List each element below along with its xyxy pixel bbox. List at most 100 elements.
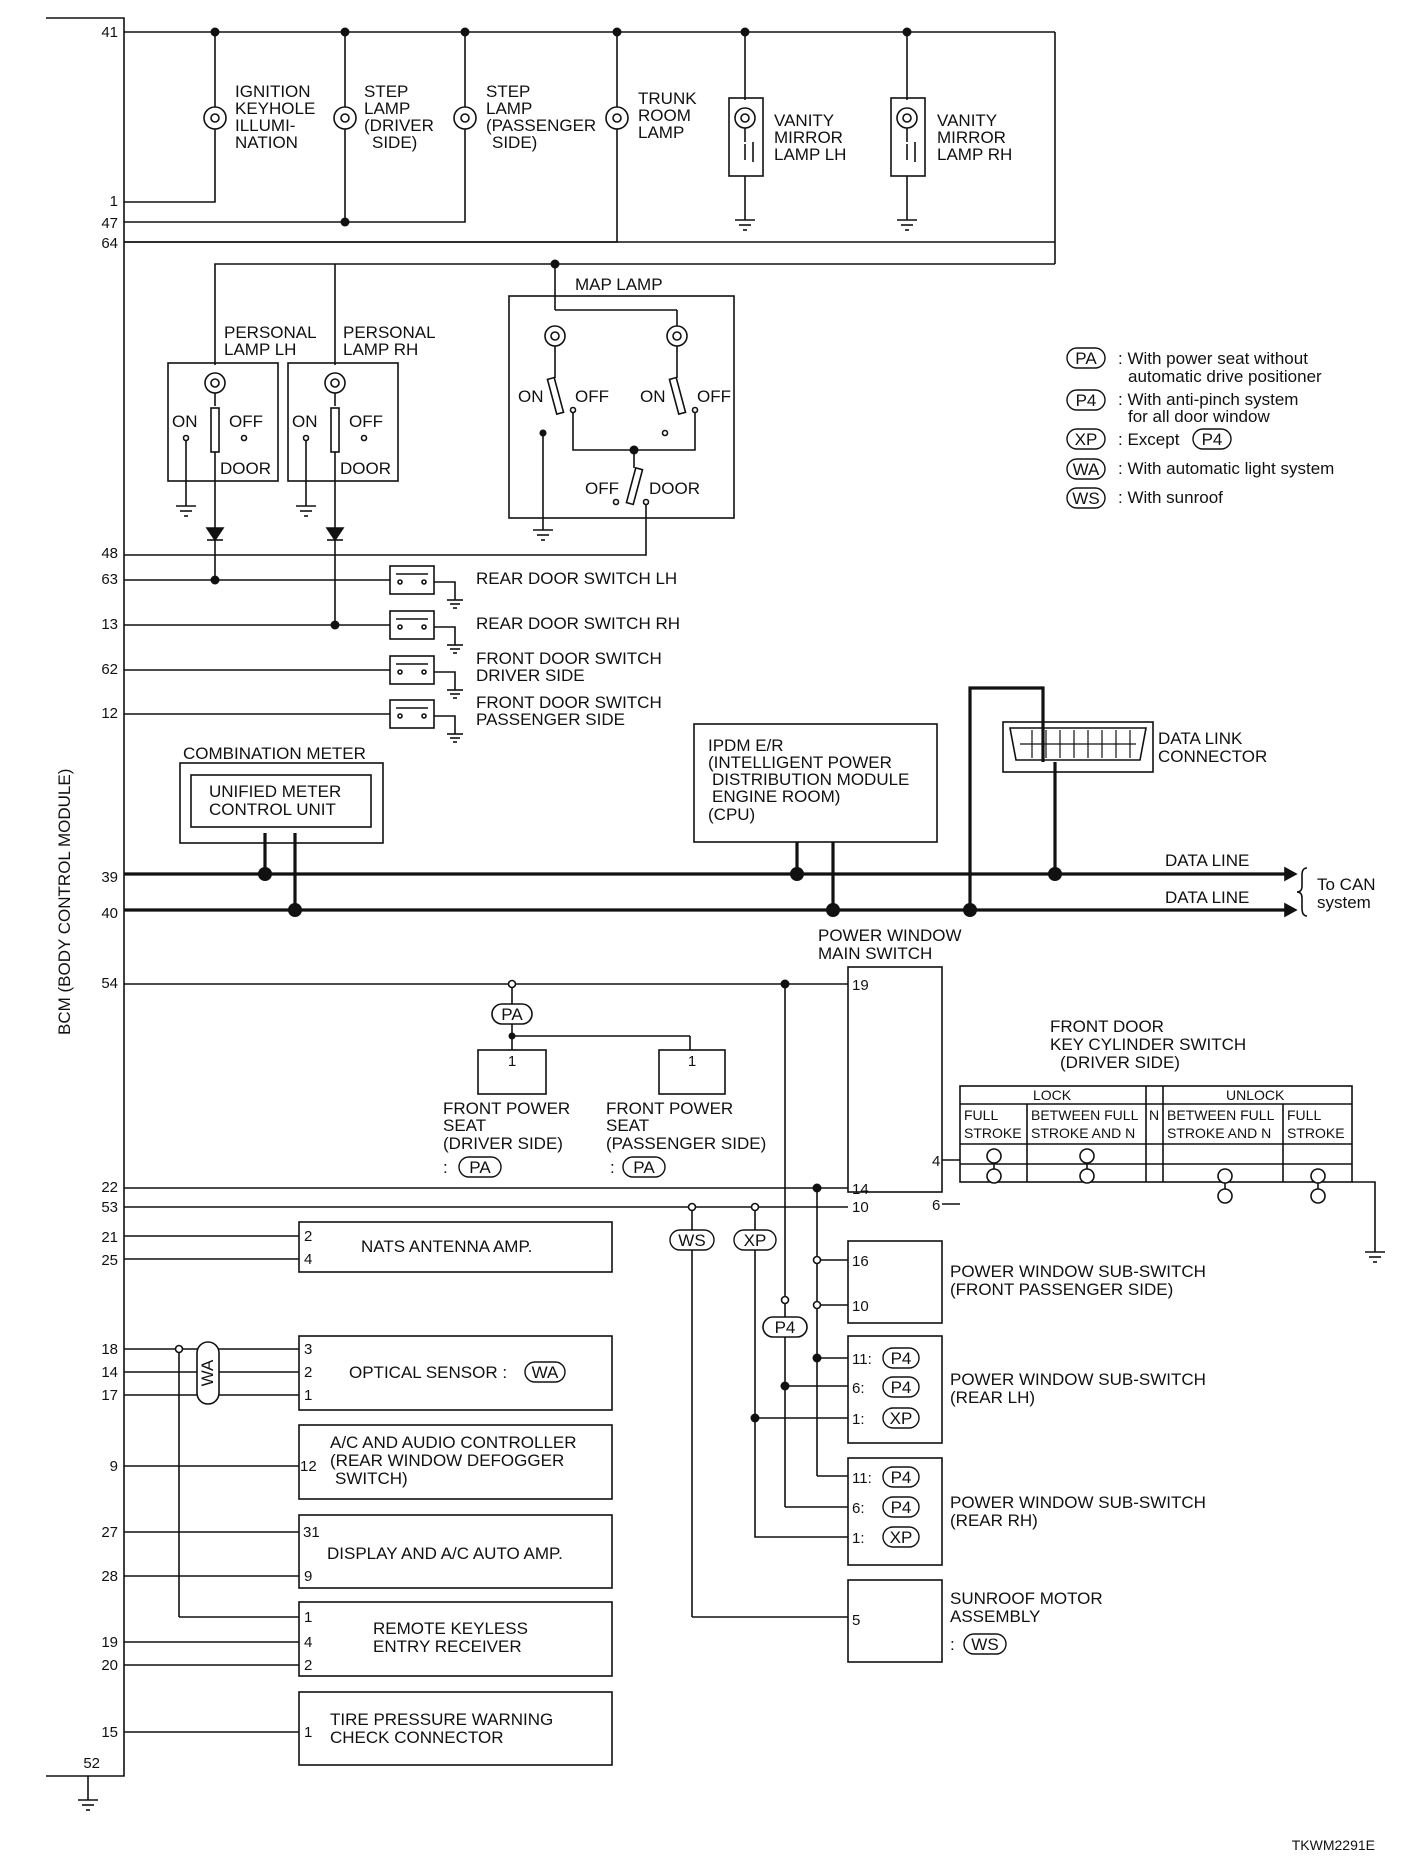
svg-text:SWITCH): SWITCH): [335, 1469, 408, 1488]
tire-pressure-check-connector: 1 TIRE PRESSURE WARNING CHECK CONNECTOR: [124, 1691, 613, 1766]
footer-code: TKWM2291E: [1292, 1837, 1375, 1853]
svg-text:VANITY: VANITY: [937, 111, 997, 130]
svg-text:4: 4: [304, 1634, 312, 1651]
svg-text:(DRIVER: (DRIVER: [364, 116, 434, 135]
svg-text:19: 19: [852, 977, 869, 994]
pin-19: 19: [101, 1634, 118, 1651]
ground-icon: [1365, 1251, 1385, 1263]
to-can-label: To CAN: [1317, 875, 1376, 894]
svg-text:6:: 6:: [852, 1500, 865, 1517]
pin-21: 21: [101, 1229, 118, 1246]
pin-27: 27: [101, 1524, 118, 1541]
pin-20: 20: [101, 1657, 118, 1674]
svg-text:MAP LAMP: MAP LAMP: [575, 275, 663, 294]
pin-18: 18: [101, 1341, 118, 1358]
svg-text:FRONT DOOR: FRONT DOOR: [1050, 1017, 1164, 1036]
svg-text:POWER WINDOW SUB-SWITCH: POWER WINDOW SUB-SWITCH: [950, 1262, 1206, 1281]
data-link-connector: DATA LINK CONNECTOR: [1002, 721, 1267, 773]
svg-text:P4: P4: [891, 1498, 912, 1517]
optical-sensor: WA 3 2 1 OPTICAL SENSOR : WA: [124, 1335, 613, 1411]
pw-main-switch-label: POWER WINDOW: [818, 926, 962, 945]
svg-text:CONNECTOR: CONNECTOR: [1158, 747, 1267, 766]
pin-47: 47: [101, 215, 118, 232]
svg-text:for all door window: for all door window: [1128, 407, 1270, 426]
svg-text:5: 5: [852, 1612, 860, 1629]
legend-code-wa: WA: [1073, 460, 1100, 479]
svg-text:DOOR: DOOR: [220, 459, 271, 478]
pin-28: 28: [101, 1568, 118, 1585]
pin-1: 1: [110, 193, 118, 210]
svg-text:TIRE PRESSURE WARNING: TIRE PRESSURE WARNING: [330, 1710, 553, 1729]
svg-text:PA: PA: [501, 1005, 523, 1024]
legend-code-xp: XP: [1075, 430, 1098, 449]
svg-text:PA: PA: [633, 1158, 655, 1177]
svg-text:4: 4: [932, 1153, 940, 1170]
svg-text:STEP: STEP: [364, 82, 408, 101]
pin-12: 12: [101, 705, 118, 722]
svg-text:STROKE AND N: STROKE AND N: [1167, 1125, 1271, 1141]
svg-text:ON: ON: [518, 387, 544, 406]
svg-text:P4: P4: [891, 1378, 912, 1397]
svg-text:MIRROR: MIRROR: [937, 128, 1006, 147]
svg-text:16: 16: [852, 1253, 869, 1270]
svg-text:XP: XP: [890, 1409, 913, 1428]
pin-64: 64: [101, 235, 118, 252]
pin-9: 9: [110, 1458, 118, 1475]
bulb-icon: [453, 106, 477, 130]
pin-63: 63: [101, 571, 118, 588]
front-door-switch-passenger-label: FRONT DOOR SWITCH: [476, 693, 662, 712]
pin-13: 13: [101, 616, 118, 633]
svg-text:FULL: FULL: [964, 1107, 998, 1123]
legend-code-pa: PA: [1075, 349, 1097, 368]
svg-text::: :: [443, 1158, 448, 1177]
legend-code-p4: P4: [1076, 391, 1097, 410]
svg-text:1: 1: [304, 1387, 312, 1404]
svg-text:WS: WS: [971, 1635, 998, 1654]
svg-text:SUNROOF MOTOR: SUNROOF MOTOR: [950, 1589, 1103, 1608]
door-switch-icon: [389, 699, 463, 743]
bcm-module: BCM (BODY CONTROL MODULE) 41 1 47 64 48 …: [46, 17, 125, 1811]
svg-text:DRIVER SIDE: DRIVER SIDE: [476, 666, 585, 685]
svg-text:(DRIVER SIDE): (DRIVER SIDE): [443, 1134, 563, 1153]
svg-text:OFF: OFF: [585, 479, 619, 498]
nats-antenna-amp: 2 4 NATS ANTENNA AMP.: [124, 1221, 613, 1273]
svg-text:LAMP RH: LAMP RH: [937, 145, 1012, 164]
svg-text:(DRIVER SIDE): (DRIVER SIDE): [1060, 1053, 1180, 1072]
svg-text:ON: ON: [640, 387, 666, 406]
svg-text:(REAR RH): (REAR RH): [950, 1511, 1038, 1530]
svg-text:2: 2: [304, 1228, 312, 1245]
svg-text:system: system: [1317, 893, 1371, 912]
front-power-seat-passenger-label: FRONT POWER: [606, 1099, 733, 1118]
pin-15: 15: [101, 1724, 118, 1741]
svg-text:DOOR: DOOR: [340, 459, 391, 478]
svg-text:(REAR WINDOW DEFOGGER: (REAR WINDOW DEFOGGER: [330, 1451, 564, 1470]
svg-text:KEY CYLINDER SWITCH: KEY CYLINDER SWITCH: [1050, 1035, 1246, 1054]
sunroof-motor-assembly: 5 SUNROOF MOTOR ASSEMBLY : WS: [692, 1579, 1103, 1663]
svg-text:SIDE): SIDE): [372, 133, 417, 152]
svg-text:: Except: : Except: [1118, 430, 1180, 449]
svg-text:1:: 1:: [852, 1411, 865, 1428]
data-line-label-2: DATA LINE: [1165, 888, 1249, 907]
ground-icon: [735, 219, 755, 231]
bcm-title: BCM (BODY CONTROL MODULE): [55, 769, 74, 1035]
svg-text:: With power seat without: : With power seat without: [1118, 349, 1308, 368]
vanity-mirror-rh: [890, 97, 926, 231]
pin-40: 40: [101, 905, 118, 922]
front-power-seat-passenger: [658, 1049, 726, 1095]
svg-text:(INTELLIGENT POWER: (INTELLIGENT POWER: [708, 753, 892, 772]
svg-text:DISTRIBUTION MODULE: DISTRIBUTION MODULE: [712, 770, 909, 789]
svg-text:UNLOCK: UNLOCK: [1226, 1087, 1285, 1103]
lower-modules: 2 4 NATS ANTENNA AMP. WA 3 2 1 OPTICAL S…: [124, 1221, 613, 1766]
pin-54: 54: [101, 975, 118, 992]
pin-17: 17: [101, 1387, 118, 1404]
svg-text:STEP: STEP: [486, 82, 530, 101]
rear-door-switch-lh-label: REAR DOOR SWITCH LH: [476, 569, 677, 588]
door-switch-icon: [389, 610, 463, 654]
vanity-mirror-lh: [728, 97, 764, 231]
svg-text:: With anti-pinch system: : With anti-pinch system: [1118, 390, 1298, 409]
svg-text:LAMP LH: LAMP LH: [774, 145, 846, 164]
